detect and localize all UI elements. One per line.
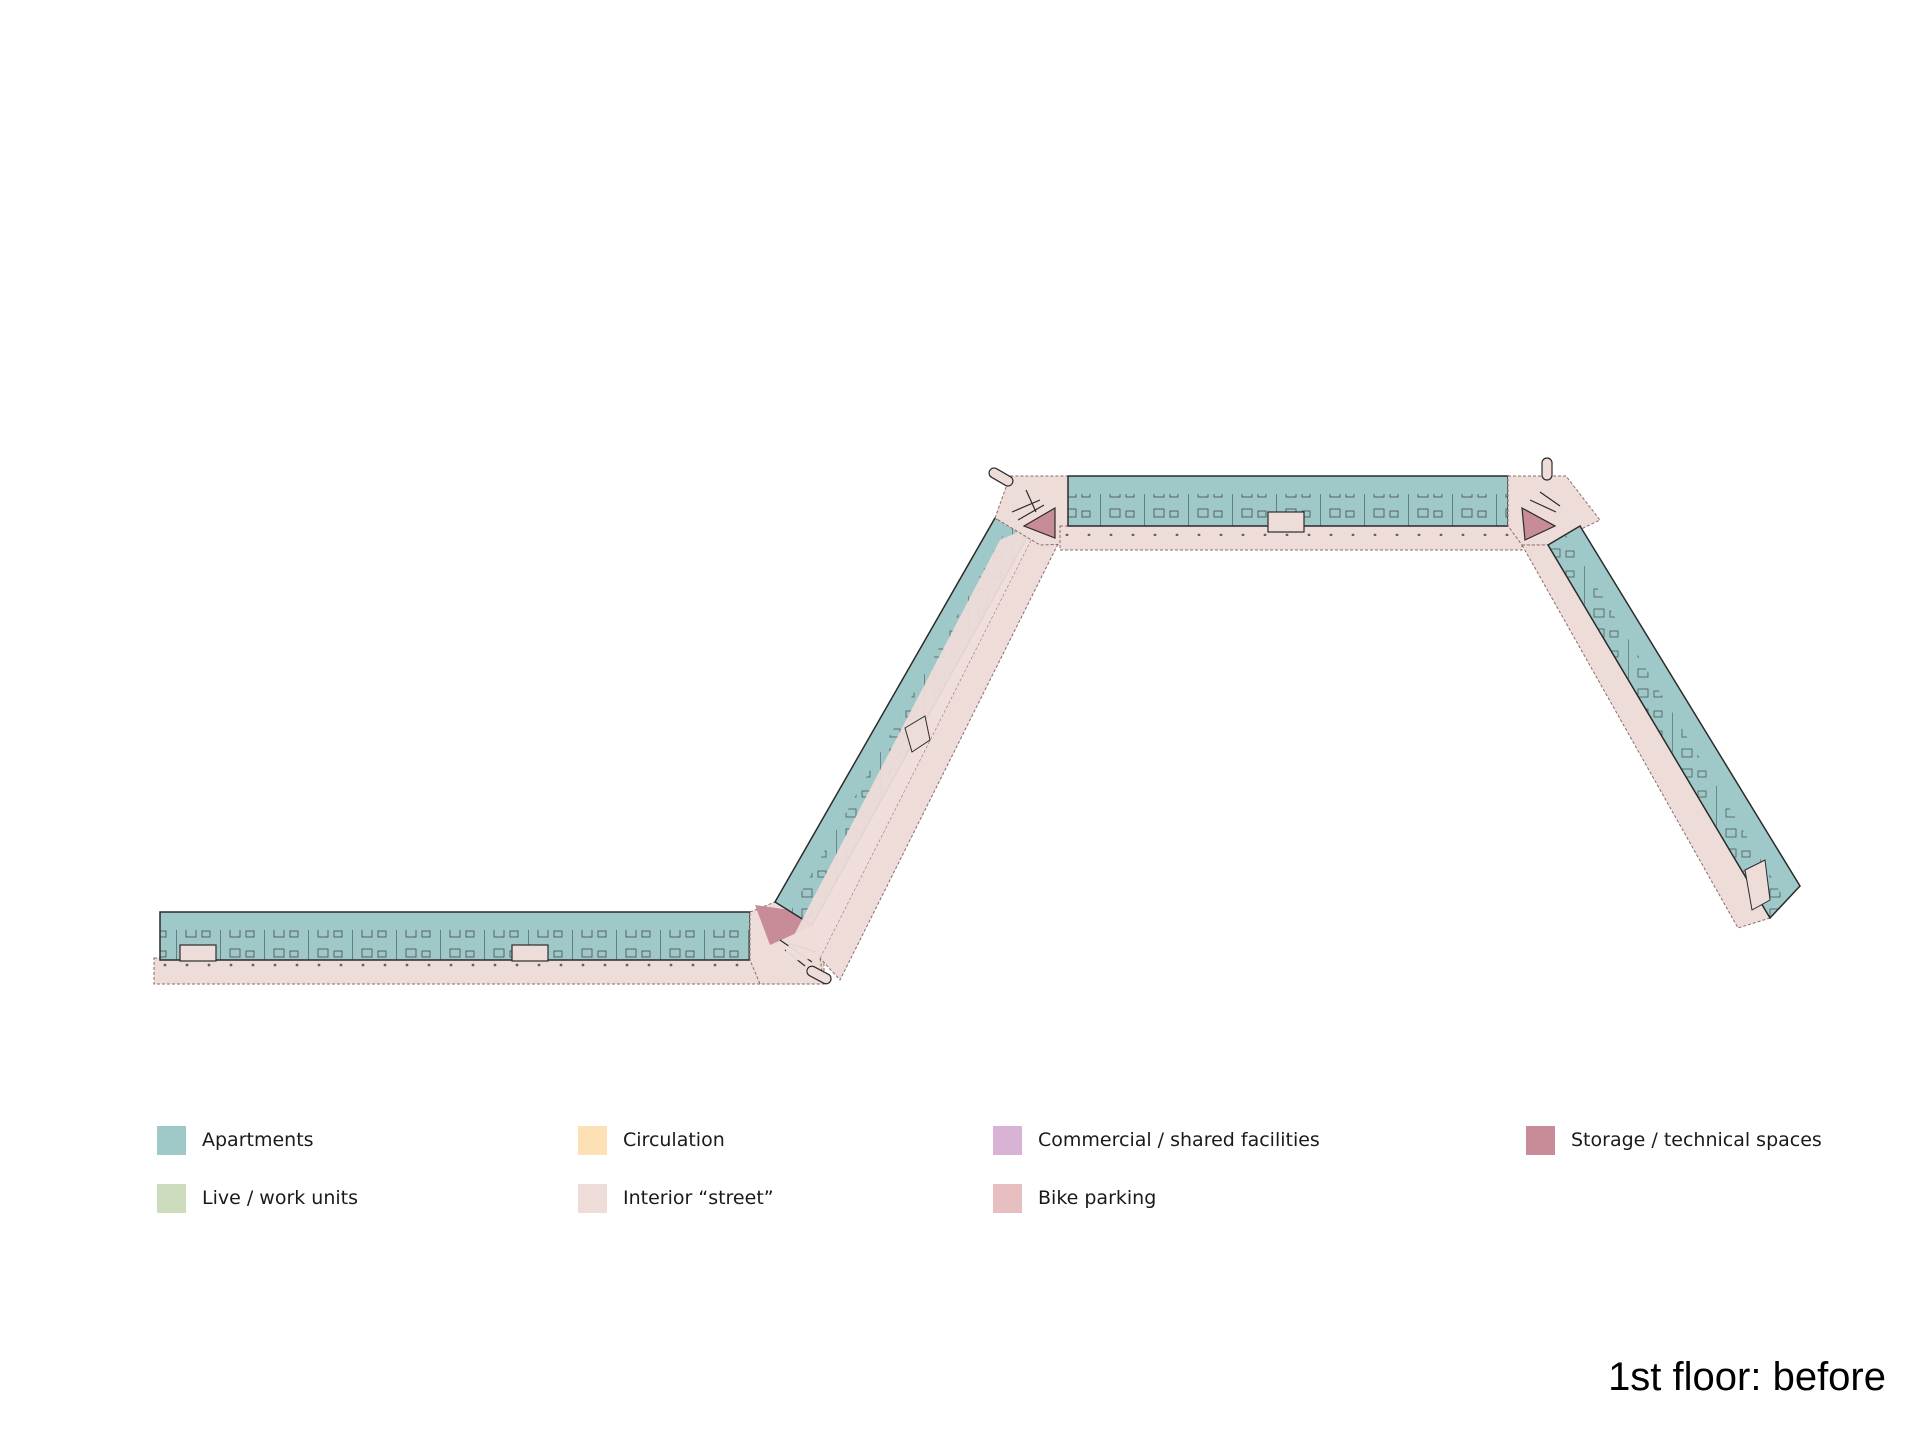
wing-north xyxy=(1059,475,1523,551)
exit-stair xyxy=(806,965,832,985)
corner-node-3 xyxy=(1507,457,1601,546)
street-strip xyxy=(819,521,1061,981)
stair-core xyxy=(1267,511,1305,533)
exit-stair xyxy=(988,467,1014,487)
wing-west-diagonal xyxy=(773,517,1061,981)
wing-south-west xyxy=(153,911,825,985)
street-strip xyxy=(1521,544,1771,929)
exit-stair xyxy=(1541,457,1553,481)
plan-caption: 1st floor: before xyxy=(1608,1355,1886,1399)
stair-core xyxy=(179,944,217,962)
stair-core xyxy=(511,944,549,962)
wing-east-diagonal xyxy=(1521,524,1801,929)
corner-node-2 xyxy=(988,467,1069,546)
